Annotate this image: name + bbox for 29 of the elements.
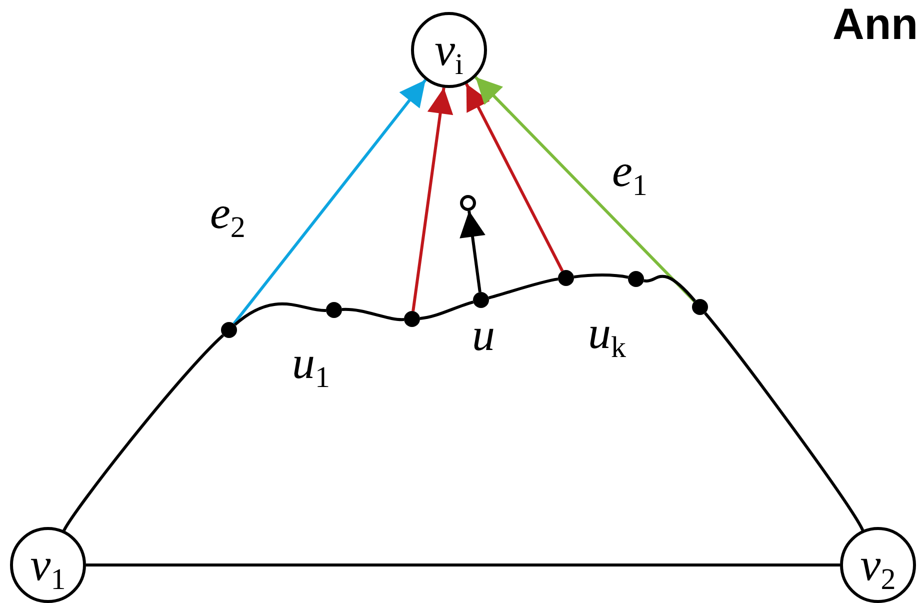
vertex-label: v$_{1}$	[30, 542, 66, 588]
point	[404, 311, 420, 327]
vertex-label: v$_{2}$	[860, 542, 896, 588]
arrow	[465, 83, 564, 272]
arrow	[474, 76, 696, 302]
heading-text: Ann	[832, 0, 918, 50]
point	[326, 302, 342, 318]
point	[558, 270, 574, 286]
point-label: u	[472, 312, 495, 358]
line	[644, 274, 696, 302]
open-point	[460, 195, 476, 211]
point	[473, 292, 489, 308]
vertex-label: v$_{i}$	[434, 27, 464, 73]
line	[420, 300, 474, 320]
line	[234, 302, 326, 326]
point	[221, 322, 237, 338]
point	[692, 299, 708, 315]
line	[488, 278, 558, 300]
line	[574, 274, 628, 279]
arrow	[412, 87, 454, 312]
point	[628, 271, 644, 287]
line	[342, 308, 404, 322]
line	[62, 334, 224, 532]
line	[86, 564, 840, 566]
arrow	[232, 78, 427, 325]
line	[704, 312, 864, 531]
point-label: u$_{k}$	[588, 310, 626, 356]
arrow	[460, 210, 486, 292]
point-label: u$_{1}$	[292, 340, 330, 386]
